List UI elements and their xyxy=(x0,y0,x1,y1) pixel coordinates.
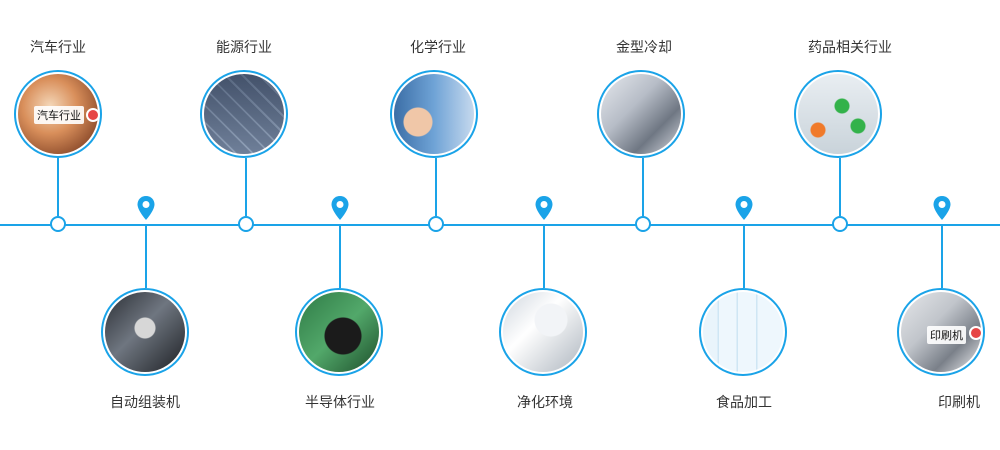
bottom-item-image[interactable] xyxy=(699,288,787,376)
bottom-connector xyxy=(941,224,943,288)
top-connector xyxy=(839,158,841,216)
bottom-connector xyxy=(145,224,147,288)
food-bottles-photo-icon xyxy=(703,292,783,372)
bottom-item-label: 自动组装机 xyxy=(110,395,180,411)
top-connector xyxy=(57,158,59,216)
bottom-item-label: 食品加工 xyxy=(716,395,772,411)
solar-panel-photo-icon xyxy=(204,74,284,154)
top-item-label: 能源行业 xyxy=(216,40,272,56)
bottom-item-image[interactable]: 印刷机 xyxy=(897,288,985,376)
bottom-item-image[interactable] xyxy=(295,288,383,376)
timeline-node xyxy=(50,216,66,232)
top-connector xyxy=(245,158,247,216)
bottom-item-label: 净化环境 xyxy=(517,395,573,411)
timeline-node xyxy=(238,216,254,232)
pharma-capsules-photo-icon xyxy=(798,74,878,154)
top-item-image[interactable] xyxy=(200,70,288,158)
map-pin-icon xyxy=(331,196,349,220)
top-item-label: 化学行业 xyxy=(410,40,466,56)
timeline-line xyxy=(0,224,1000,226)
location-dot-icon xyxy=(86,108,100,122)
top-item-label: 药品相关行业 xyxy=(808,40,892,56)
cleanroom-photo-icon xyxy=(503,292,583,372)
bottom-item-image[interactable] xyxy=(499,288,587,376)
bottom-item-label: 半导体行业 xyxy=(305,395,375,411)
chemical-lab-photo-icon xyxy=(394,74,474,154)
top-connector xyxy=(435,158,437,216)
assembly-machine-photo-icon xyxy=(105,292,185,372)
bottom-item-badge: 印刷机 xyxy=(927,326,966,344)
map-pin-icon xyxy=(735,196,753,220)
top-item-label: 汽车行业 xyxy=(30,40,86,56)
map-pin-icon xyxy=(535,196,553,220)
top-item-badge: 汽车行业 xyxy=(34,106,84,124)
semiconductor-chip-photo-icon xyxy=(299,292,379,372)
top-item-image[interactable] xyxy=(390,70,478,158)
top-item-image[interactable] xyxy=(794,70,882,158)
timeline-node xyxy=(832,216,848,232)
bottom-connector xyxy=(543,224,545,288)
bottom-item-label: 印刷机 xyxy=(938,395,980,411)
top-item-image[interactable]: 汽车行业 xyxy=(14,70,102,158)
bottom-connector xyxy=(339,224,341,288)
bottom-connector xyxy=(743,224,745,288)
mold-cooling-photo-icon xyxy=(601,74,681,154)
top-connector xyxy=(642,158,644,216)
location-dot-icon xyxy=(969,326,983,340)
top-item-label: 金型冷却 xyxy=(616,40,672,56)
timeline-node xyxy=(635,216,651,232)
top-item-image[interactable] xyxy=(597,70,685,158)
timeline-node xyxy=(428,216,444,232)
map-pin-icon xyxy=(933,196,951,220)
bottom-item-image[interactable] xyxy=(101,288,189,376)
map-pin-icon xyxy=(137,196,155,220)
